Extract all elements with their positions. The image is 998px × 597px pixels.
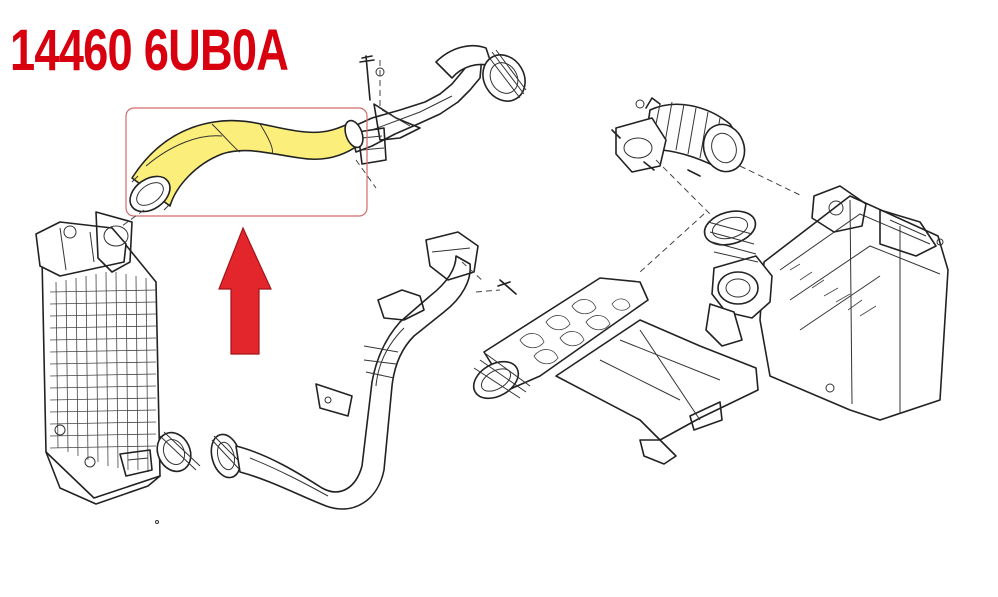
highlight-box — [125, 107, 368, 217]
lower-pipe — [235, 231, 517, 510]
intercooler — [35, 211, 161, 505]
leader-line — [355, 159, 377, 189]
leader-line — [121, 209, 145, 227]
air-filter-box — [759, 185, 949, 421]
intake-elbow — [639, 210, 773, 347]
air-duct — [472, 277, 759, 465]
lower-couplings — [119, 431, 245, 524]
up-arrow-icon — [218, 226, 272, 355]
part-code-label: 14460 6UB0A — [10, 18, 289, 83]
highlighted-hose — [125, 107, 368, 217]
upper-intake-pipe — [349, 44, 527, 165]
top-bellows-hose — [611, 97, 803, 215]
